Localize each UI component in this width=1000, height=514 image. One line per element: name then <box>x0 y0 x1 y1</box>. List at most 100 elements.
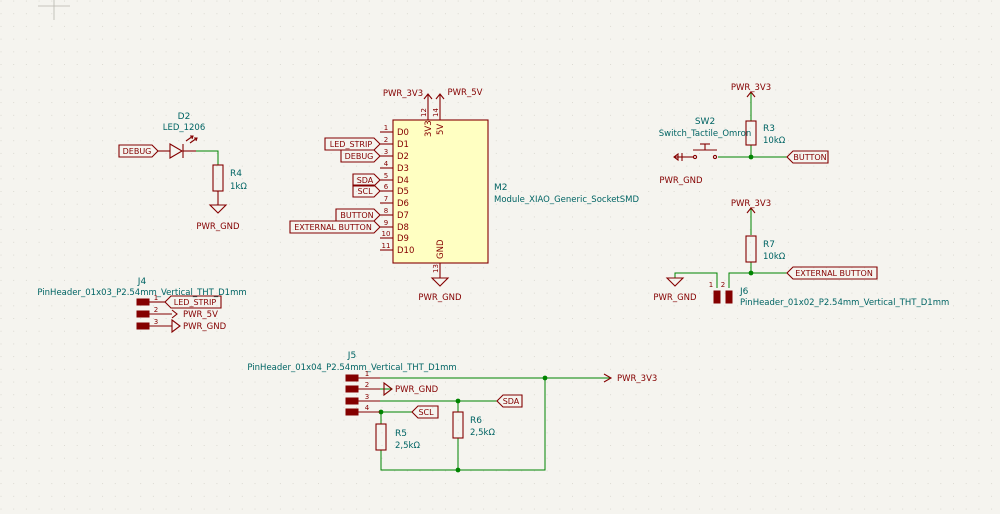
resistor-r4[interactable]: R4 1kΩ <box>212 164 247 205</box>
r6-ref: R6 <box>470 416 482 426</box>
label-scl-m2[interactable]: SCL <box>352 184 381 198</box>
label-led-strip-j4[interactable]: LED_STRIP <box>164 295 222 309</box>
label-sda-m2[interactable]: SDA <box>352 173 381 187</box>
svg-text:PWR_GND: PWR_GND <box>418 293 462 303</box>
svg-text:SCL: SCL <box>357 187 373 196</box>
r7-ref: R7 <box>763 240 775 250</box>
switch-sw2[interactable]: SW2 Switch_Tactile_Omron <box>659 117 751 160</box>
label-external-button-j6[interactable]: EXTERNAL BUTTON <box>786 266 878 280</box>
svg-text:PWR_3V3: PWR_3V3 <box>617 374 657 384</box>
svg-text:PWR_GND: PWR_GND <box>183 322 227 332</box>
svg-text:3: 3 <box>154 318 158 326</box>
resistor-r5[interactable]: R5 2,5kΩ <box>375 423 420 451</box>
wires <box>196 92 787 471</box>
svg-text:SDA: SDA <box>357 176 374 185</box>
label-debug-led[interactable]: DEBUG <box>118 144 159 158</box>
svg-text:2: 2 <box>365 381 369 389</box>
svg-text:DEBUG: DEBUG <box>123 147 152 156</box>
svg-text:D1: D1 <box>397 140 409 150</box>
cursor-crosshair <box>38 0 70 20</box>
led-d2[interactable]: D2 LED_1206 <box>158 112 206 159</box>
m2-bottom-pin: 13 GND <box>432 239 446 278</box>
svg-text:SCL: SCL <box>418 408 434 417</box>
svg-text:7: 7 <box>384 195 388 203</box>
sw2-ref: SW2 <box>695 117 715 127</box>
power-3v3-m2: PWR_3V3 <box>383 89 433 100</box>
svg-text:11: 11 <box>382 242 391 250</box>
r4-ref: R4 <box>230 169 242 179</box>
connector-j5[interactable]: J5 PinHeader_01x04_P2.54mm_Vertical_THT_… <box>247 351 457 416</box>
label-debug-m2[interactable]: DEBUG <box>340 149 381 163</box>
gnd-symbol-j5: PWR_GND <box>383 381 439 397</box>
svg-text:8: 8 <box>384 207 388 215</box>
d2-value: LED_1206 <box>163 123 206 133</box>
gnd-symbol-sw2: PWR_GND <box>659 152 703 186</box>
resistor-r7[interactable]: R7 10kΩ <box>745 235 786 263</box>
svg-text:5V: 5V <box>436 124 446 135</box>
svg-text:13: 13 <box>432 264 440 273</box>
connector-j4[interactable]: J4 PinHeader_01x03_P2.54mm_Vertical_THT_… <box>37 277 247 330</box>
svg-text:3V3: 3V3 <box>424 120 434 137</box>
svg-text:PWR_3V3: PWR_3V3 <box>383 89 423 99</box>
j4-ref: J4 <box>137 277 147 287</box>
svg-text:EXTERNAL BUTTON: EXTERNAL BUTTON <box>795 269 873 278</box>
svg-text:SDA: SDA <box>503 397 520 406</box>
m2-left-pins: 1 2 3 4 5 6 7 8 9 10 11 D0 D1 D2 D3 D4 D… <box>380 124 414 256</box>
svg-text:2: 2 <box>721 281 725 289</box>
svg-text:D2: D2 <box>397 152 409 162</box>
label-external-button-m2[interactable]: EXTERNAL BUTTON <box>289 220 381 234</box>
m2-ref: M2 <box>494 183 508 193</box>
r6-value: 2,5kΩ <box>470 428 495 438</box>
r5-value: 2,5kΩ <box>395 441 420 451</box>
svg-text:LED_STRIP: LED_STRIP <box>330 140 373 149</box>
module-m2[interactable]: 1 2 3 4 5 6 7 8 9 10 11 D0 D1 D2 D3 D4 D… <box>380 95 639 278</box>
svg-text:GND: GND <box>436 239 446 259</box>
svg-text:4: 4 <box>384 160 389 168</box>
label-scl-j5[interactable]: SCL <box>411 405 439 419</box>
svg-text:PWR_3V3: PWR_3V3 <box>731 199 771 209</box>
power-3v3-r7: PWR_3V3 <box>731 199 771 214</box>
svg-text:9: 9 <box>384 219 388 227</box>
svg-text:PWR_3V3: PWR_3V3 <box>731 83 771 93</box>
j5-value: PinHeader_01x04_P2.54mm_Vertical_THT_D1m… <box>247 363 456 373</box>
resistor-r6[interactable]: R6 2,5kΩ <box>452 411 495 439</box>
power-5v-m2: PWR_5V <box>435 88 483 100</box>
j6-ref: J6 <box>739 287 749 297</box>
gnd-symbol-r4: PWR_GND <box>196 204 240 232</box>
svg-text:1: 1 <box>709 281 713 289</box>
svg-text:1: 1 <box>365 370 369 378</box>
svg-text:D0: D0 <box>397 128 409 138</box>
svg-text:DEBUG: DEBUG <box>345 152 374 161</box>
resistor-r3[interactable]: R3 10kΩ <box>745 120 786 146</box>
m2-value: Module_XIAO_Generic_SocketSMD <box>494 195 639 205</box>
svg-text:1: 1 <box>154 294 158 302</box>
d2-ref: D2 <box>178 112 191 122</box>
svg-text:PWR_5V: PWR_5V <box>183 310 218 320</box>
j5-ref: J5 <box>347 351 356 361</box>
sw2-value: Switch_Tactile_Omron <box>659 129 751 139</box>
svg-text:PWR_GND: PWR_GND <box>653 293 697 303</box>
svg-text:D6: D6 <box>397 199 409 209</box>
r3-ref: R3 <box>763 124 775 134</box>
label-button-sw2[interactable]: BUTTON <box>786 150 829 164</box>
label-led-strip-m2[interactable]: LED_STRIP <box>324 137 381 151</box>
svg-text:D3: D3 <box>397 164 409 174</box>
svg-text:D9: D9 <box>397 234 409 244</box>
connector-j6[interactable]: 1 2 J6 PinHeader_01x02_P2.54mm_Vertical_… <box>709 281 950 308</box>
svg-text:12: 12 <box>420 108 428 117</box>
svg-text:5: 5 <box>384 172 388 180</box>
svg-text:PWR_5V: PWR_5V <box>448 88 483 98</box>
power-3v3-r3: PWR_3V3 <box>731 83 771 98</box>
svg-text:D7: D7 <box>397 211 409 221</box>
svg-text:4: 4 <box>365 404 370 412</box>
svg-text:PWR_GND: PWR_GND <box>196 222 240 232</box>
power-3v3-j5: PWR_3V3 <box>603 373 657 384</box>
svg-text:BUTTON: BUTTON <box>793 153 826 162</box>
label-sda-j5[interactable]: SDA <box>496 394 523 408</box>
r3-value: 10kΩ <box>763 136 786 146</box>
svg-text:2: 2 <box>384 136 388 144</box>
wire-junctions <box>378 154 754 473</box>
label-button-m2[interactable]: BUTTON <box>335 208 381 222</box>
gnd-symbol-j6: PWR_GND <box>653 277 697 303</box>
